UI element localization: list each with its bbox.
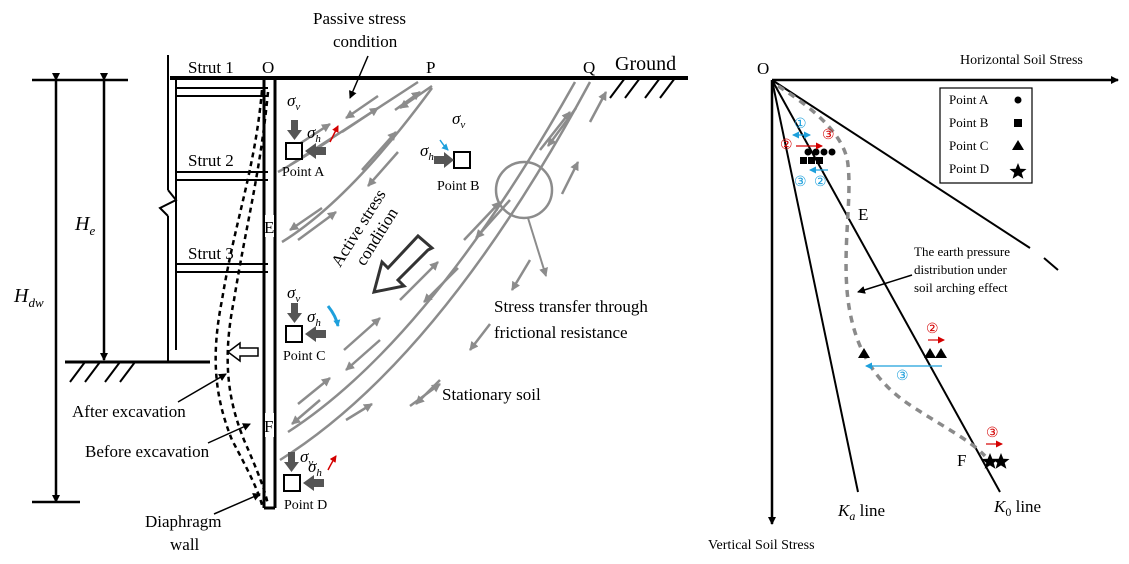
stress-transfer-label: Stress transfer through (494, 297, 648, 316)
strut-1-label: Strut 1 (188, 58, 234, 77)
svg-text:σv: σv (287, 91, 300, 113)
k0-label: K0 line (993, 497, 1041, 519)
hdw-label: Hdw (13, 285, 44, 310)
svg-text:σh: σh (307, 123, 321, 145)
step-3-red: ③ (822, 128, 835, 143)
label-e: E (858, 205, 868, 224)
strut-2-label: Strut 2 (188, 151, 234, 170)
legend: Point A Point B Point C Point D (939, 87, 1033, 184)
ground-label: Ground (615, 53, 676, 75)
point-a-element: σv σh Point A (282, 91, 339, 180)
legend-marker-a (1014, 96, 1022, 104)
legend-label-a: Point A (949, 92, 989, 107)
legend-label-b: Point B (949, 115, 989, 130)
hollow-arrow (226, 341, 259, 363)
upper-diagonal-tail (1043, 257, 1059, 271)
passive-stress-label-2: condition (333, 32, 398, 51)
arching-label-2: distribution under (914, 262, 1007, 277)
arching-curve (777, 84, 987, 458)
legend-marker-c (1012, 140, 1024, 150)
legend-marker-b (1014, 119, 1022, 127)
point-d-element: σv σh Point D (283, 447, 337, 513)
passive-pointer (349, 55, 369, 99)
diaphragm-label: Diaphragm (145, 512, 221, 531)
svg-text:σh: σh (420, 141, 434, 163)
point-c-element: σv σh Point C (283, 283, 341, 364)
step-1-blue: ① (794, 117, 807, 132)
point-p-label: P (426, 58, 435, 77)
he-label: He (74, 213, 95, 238)
point-c-markers (858, 348, 947, 358)
passive-stress-label: Passive stress (313, 9, 406, 28)
break-mark (158, 189, 178, 217)
point-b-label: Point B (437, 179, 479, 194)
step-3-red-d: ③ (986, 426, 999, 441)
k0-line (771, 79, 1001, 493)
left-diagram: Strut 1 Strut 2 Strut 3 (13, 9, 688, 554)
point-c-label: Point C (283, 349, 325, 364)
svg-text:σv: σv (300, 447, 313, 469)
before-excavation-label: Before excavation (85, 442, 210, 461)
dimension-hdw (32, 73, 80, 504)
stress-transfer-label-2: frictional resistance (494, 323, 628, 342)
svg-text:σv: σv (287, 283, 300, 305)
before-excavation-pointer (207, 423, 251, 444)
point-e-label: E (264, 218, 274, 237)
excavation-bottom-hatch (69, 361, 136, 383)
point-d-label: Point D (284, 498, 327, 513)
legend-label-d: Point D (949, 161, 989, 176)
point-b-markers (800, 157, 823, 164)
x-axis-title: Horizontal Soil Stress (960, 53, 1083, 68)
ka-label: Ka line (837, 501, 885, 523)
svg-text:σh: σh (307, 307, 321, 329)
strut-1 (175, 80, 268, 350)
origin-label: O (757, 59, 769, 78)
ka-line (771, 79, 859, 493)
after-excavation-pointer (177, 373, 227, 403)
strut-3 (176, 263, 268, 273)
legend-marker-d (1009, 163, 1027, 179)
y-axis-title: Vertical Soil Stress (708, 538, 815, 553)
step-2-red-c: ② (926, 322, 939, 337)
stress-transfer-pointer (527, 217, 548, 277)
step-3-blue-c: ③ (896, 369, 909, 384)
diaphragm-label-2: wall (170, 535, 200, 554)
step-3-blue: ③ (794, 175, 807, 190)
point-d-markers (981, 453, 1010, 469)
strut-3-label: Strut 3 (188, 244, 234, 263)
legend-label-c: Point C (949, 138, 988, 153)
after-excavation-label: After excavation (72, 402, 186, 421)
arching-pointer (857, 274, 913, 294)
right-diagram: O Horizontal Soil Stress Vertical Soil S… (708, 53, 1119, 553)
point-q-label: Q (583, 58, 595, 77)
svg-text:σv: σv (452, 109, 465, 131)
active-hollow-arrow (371, 233, 435, 294)
step-2-blue: ② (814, 175, 827, 190)
diaphragm-wall (262, 78, 277, 510)
point-a-markers (804, 148, 836, 156)
arching-label-3: soil arching effect (914, 280, 1008, 295)
diaphragm-pointer (213, 493, 261, 515)
point-f-label: F (264, 417, 273, 436)
stress-transfer-circle (494, 160, 554, 220)
arching-label: The earth pressure (914, 244, 1010, 259)
upper-diagonal-line (771, 79, 1031, 249)
step-2-red: ② (780, 138, 793, 153)
svg-text:σh: σh (308, 457, 322, 479)
wall-deformation-after (226, 91, 270, 506)
dimension-he (80, 73, 128, 361)
slip-band-arrows (277, 80, 608, 462)
strut-2 (176, 171, 268, 181)
ground-hatch-right (609, 77, 676, 99)
stationary-soil-label: Stationary soil (442, 385, 541, 404)
point-o-label: O (262, 58, 274, 77)
point-b-element: σv σh Point B (420, 109, 479, 194)
label-f: F (957, 451, 966, 470)
point-a-label: Point A (282, 165, 325, 180)
